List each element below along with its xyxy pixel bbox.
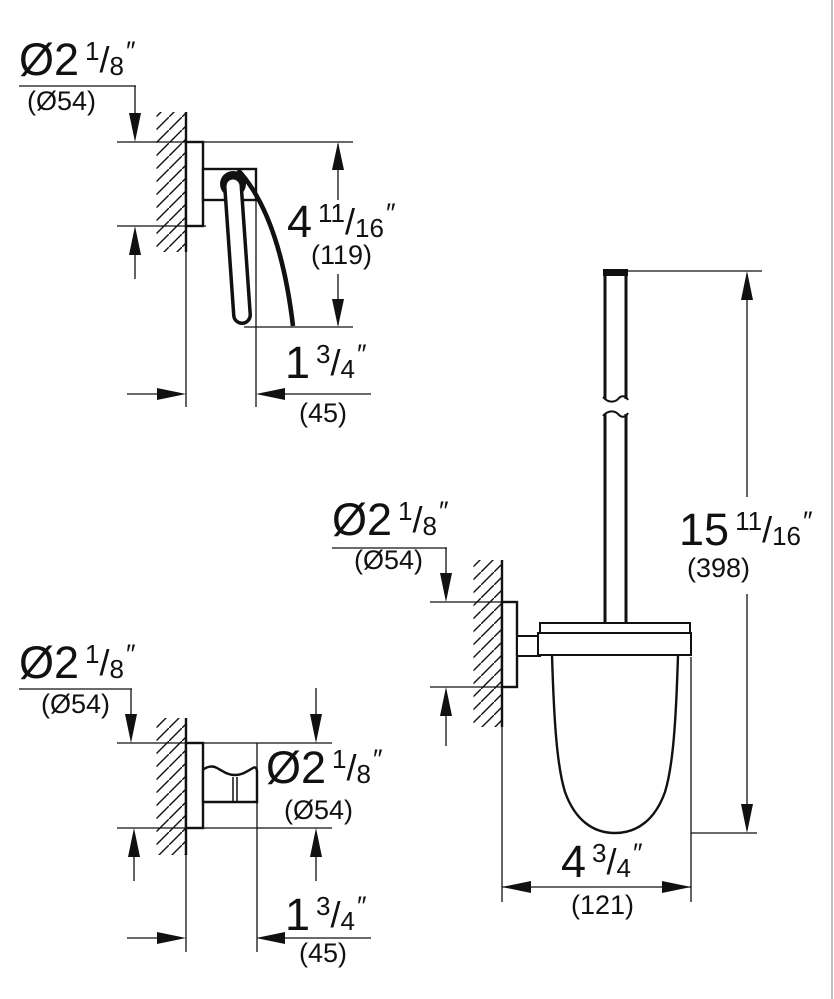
wall-hatching [473, 560, 503, 727]
arrow-left [502, 881, 531, 893]
arrow-down [125, 714, 137, 743]
arrow-up [440, 687, 452, 716]
holder-arm [516, 635, 541, 657]
toilet-brush-figure [332, 269, 762, 902]
brush-handle-top-cap [603, 269, 628, 276]
towel-ring-diameter-metric: (Ø54) [27, 86, 97, 116]
ring-profile-curve [236, 168, 296, 327]
hook-profile [201, 765, 259, 804]
arrow-up [310, 828, 322, 857]
arrow-right [662, 881, 691, 893]
toilet-brush-width-metric: (121) [571, 890, 635, 920]
towel-ring-height-metric: (119) [311, 240, 373, 270]
mounting-plate [184, 140, 205, 228]
robe-hook-depth-metric: (45) [299, 938, 348, 968]
robe-hook-figure [19, 688, 371, 952]
arrow-up [129, 226, 141, 255]
robe-hook-side-diameter-metric: (Ø54) [284, 795, 354, 825]
arrow-right [157, 388, 186, 400]
arrow-down [741, 804, 753, 833]
arrow-left [256, 388, 285, 400]
toilet-brush-diameter-metric: (Ø54) [354, 545, 424, 575]
arrow-left [256, 932, 285, 944]
arrow-down [332, 299, 344, 327]
robe-hook-diameter-metric: (Ø54) [41, 689, 111, 719]
wall-hatching [156, 112, 186, 252]
arrow-down [310, 714, 322, 743]
mounting-plate [500, 600, 519, 689]
arrow-up [128, 828, 140, 857]
holder-lid-plate [539, 622, 691, 634]
towel-ring-figure [19, 85, 371, 407]
handle-break-lower [602, 410, 629, 418]
arrow-up [332, 142, 344, 170]
wall-hatching [156, 718, 186, 855]
holder-ring-band [537, 632, 692, 656]
glass-cup [550, 654, 680, 835]
arrow-down [440, 573, 452, 602]
arrow-down [129, 113, 141, 142]
arrow-up [741, 271, 753, 300]
toilet-brush-height-metric: (398) [687, 553, 751, 583]
ring-loop-inner [226, 179, 249, 322]
towel-ring-depth-metric: (45) [299, 398, 348, 428]
mounting-plate [184, 741, 205, 830]
handle-break-upper [602, 395, 629, 403]
arrow-right [157, 932, 186, 944]
